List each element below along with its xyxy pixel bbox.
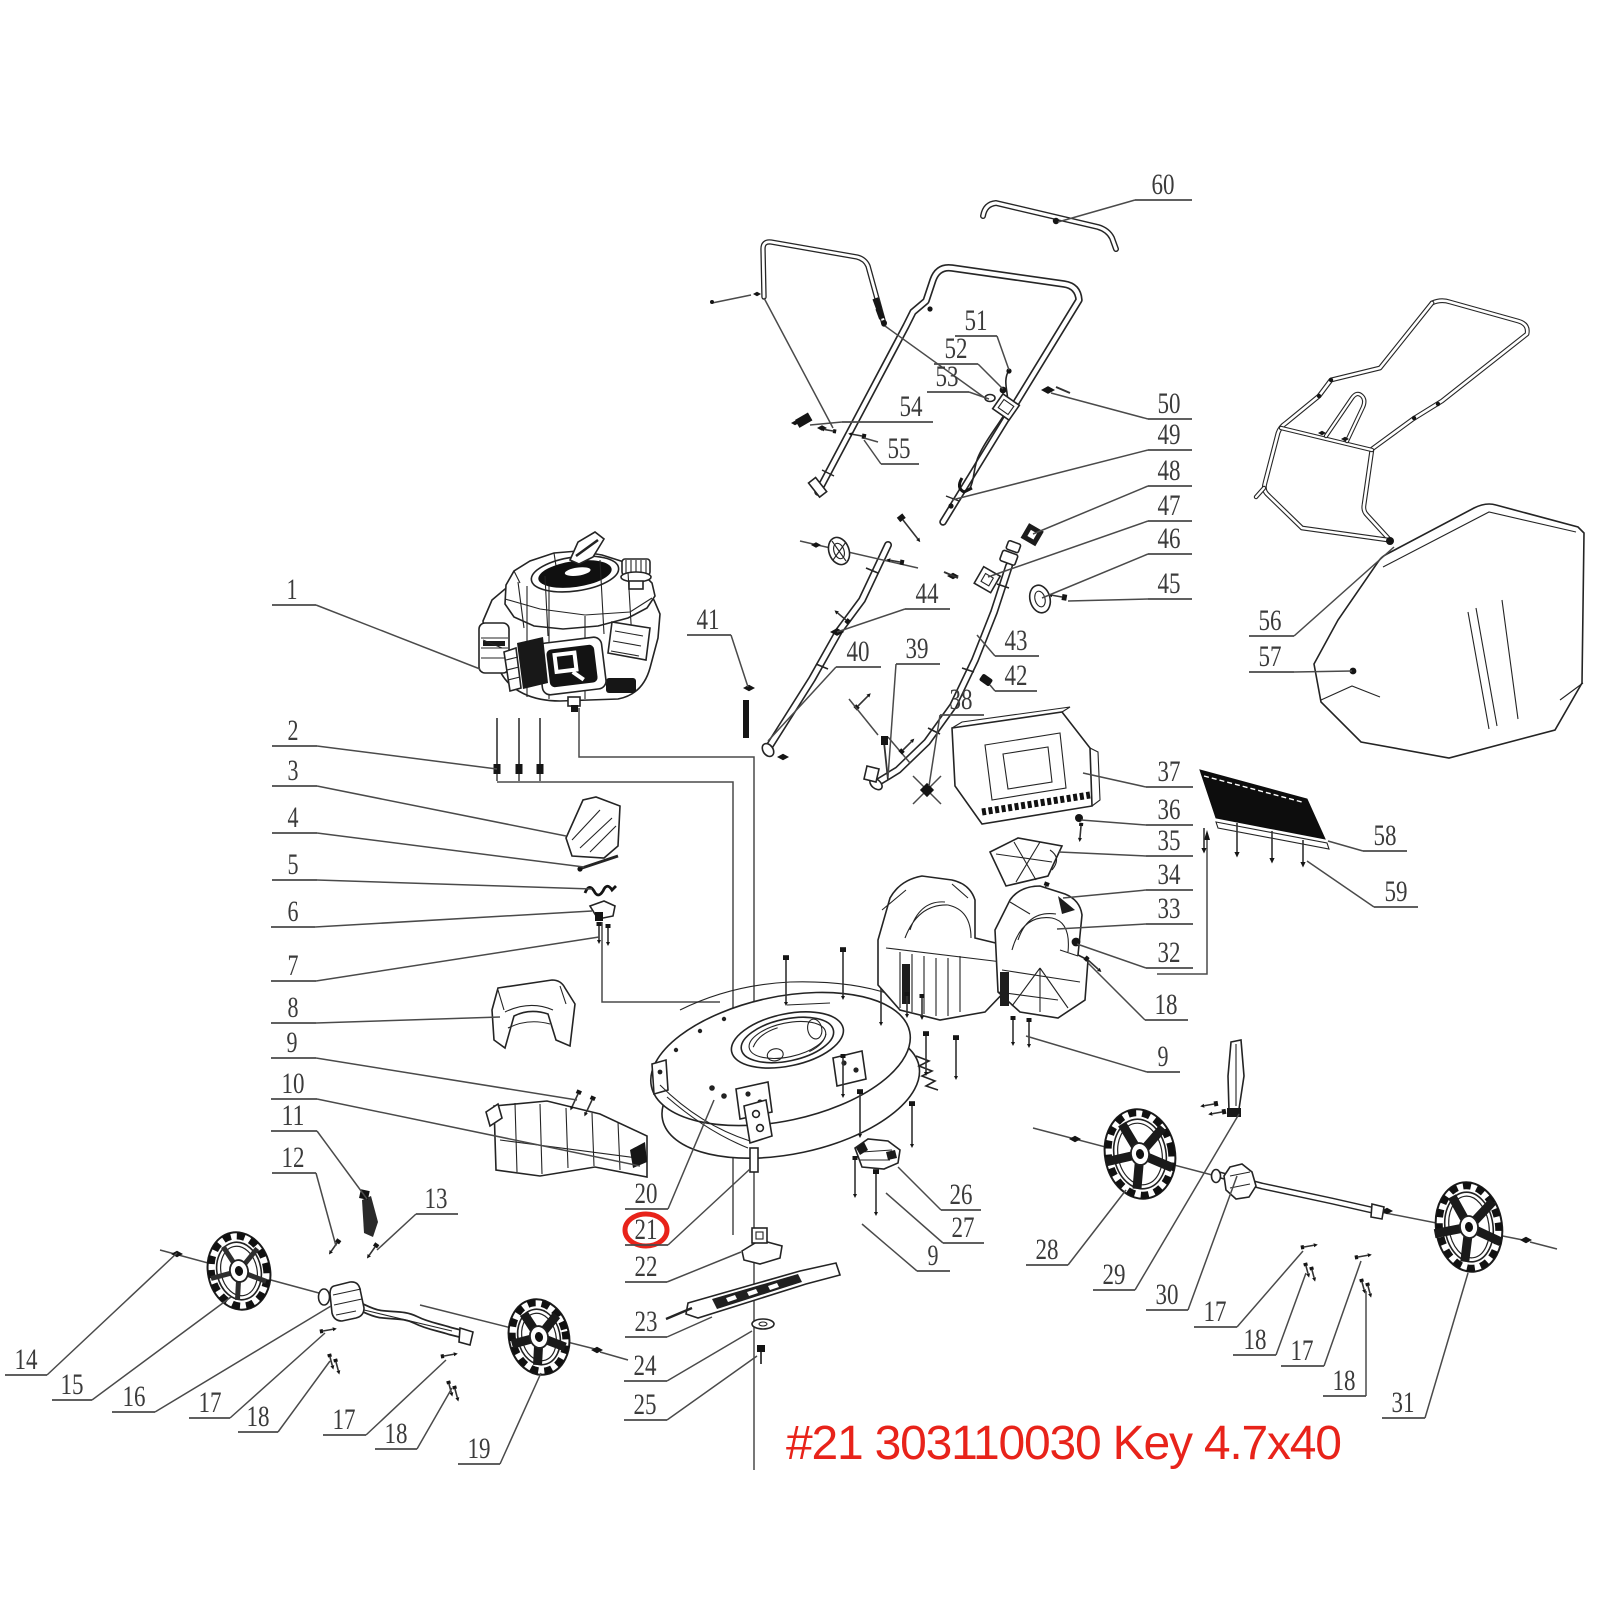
svg-text:39: 39 bbox=[906, 632, 929, 665]
svg-text:28: 28 bbox=[1036, 1233, 1059, 1266]
svg-text:16: 16 bbox=[123, 1380, 146, 1413]
svg-text:1: 1 bbox=[287, 573, 298, 606]
svg-text:18: 18 bbox=[1333, 1364, 1356, 1397]
svg-text:5: 5 bbox=[288, 848, 299, 881]
svg-text:51: 51 bbox=[965, 304, 988, 337]
svg-text:38: 38 bbox=[950, 683, 973, 716]
svg-text:20: 20 bbox=[635, 1177, 658, 1210]
svg-text:49: 49 bbox=[1158, 418, 1181, 451]
svg-text:26: 26 bbox=[950, 1178, 973, 1211]
svg-text:54: 54 bbox=[900, 390, 923, 423]
svg-text:44: 44 bbox=[916, 577, 939, 610]
svg-text:37: 37 bbox=[1158, 755, 1181, 788]
svg-text:50: 50 bbox=[1158, 387, 1181, 420]
svg-text:32: 32 bbox=[1158, 936, 1181, 969]
svg-text:6: 6 bbox=[288, 895, 299, 928]
svg-text:42: 42 bbox=[1005, 659, 1028, 692]
svg-text:24: 24 bbox=[634, 1349, 657, 1382]
svg-text:25: 25 bbox=[634, 1388, 657, 1421]
svg-text:8: 8 bbox=[288, 991, 299, 1024]
svg-text:53: 53 bbox=[936, 360, 959, 393]
svg-text:52: 52 bbox=[945, 332, 968, 365]
svg-text:48: 48 bbox=[1158, 454, 1181, 487]
svg-text:7: 7 bbox=[288, 949, 299, 982]
svg-text:45: 45 bbox=[1158, 567, 1181, 600]
svg-text:18: 18 bbox=[1244, 1323, 1267, 1356]
svg-text:36: 36 bbox=[1158, 793, 1181, 826]
svg-text:2: 2 bbox=[288, 714, 299, 747]
svg-text:17: 17 bbox=[1291, 1334, 1314, 1367]
svg-text:47: 47 bbox=[1158, 489, 1181, 522]
svg-text:4: 4 bbox=[288, 801, 299, 834]
svg-text:29: 29 bbox=[1103, 1258, 1126, 1291]
svg-text:33: 33 bbox=[1158, 892, 1181, 925]
svg-text:9: 9 bbox=[928, 1239, 939, 1272]
svg-text:40: 40 bbox=[847, 635, 870, 668]
svg-text:30: 30 bbox=[1156, 1278, 1179, 1311]
svg-text:55: 55 bbox=[888, 432, 911, 465]
svg-text:60: 60 bbox=[1152, 168, 1175, 201]
svg-text:10: 10 bbox=[282, 1067, 305, 1100]
svg-text:18: 18 bbox=[247, 1400, 270, 1433]
svg-text:17: 17 bbox=[199, 1386, 222, 1419]
svg-text:14: 14 bbox=[15, 1343, 38, 1376]
svg-text:19: 19 bbox=[468, 1432, 491, 1465]
svg-text:12: 12 bbox=[282, 1141, 305, 1174]
svg-text:35: 35 bbox=[1158, 824, 1181, 857]
svg-text:59: 59 bbox=[1385, 875, 1408, 908]
svg-text:17: 17 bbox=[333, 1403, 356, 1436]
svg-text:18: 18 bbox=[1155, 988, 1178, 1021]
svg-text:9: 9 bbox=[287, 1026, 298, 1059]
svg-text:22: 22 bbox=[635, 1250, 658, 1283]
svg-text:27: 27 bbox=[952, 1211, 975, 1244]
svg-text:18: 18 bbox=[385, 1417, 408, 1450]
svg-text:23: 23 bbox=[635, 1305, 658, 1338]
svg-text:58: 58 bbox=[1374, 819, 1397, 852]
svg-text:9: 9 bbox=[1158, 1040, 1169, 1073]
svg-text:41: 41 bbox=[697, 603, 720, 636]
svg-text:21: 21 bbox=[635, 1213, 658, 1246]
svg-text:31: 31 bbox=[1392, 1386, 1415, 1419]
svg-text:11: 11 bbox=[282, 1099, 305, 1132]
svg-text:17: 17 bbox=[1204, 1295, 1227, 1328]
svg-text:3: 3 bbox=[288, 754, 299, 787]
svg-text:34: 34 bbox=[1158, 858, 1181, 891]
svg-text:15: 15 bbox=[61, 1368, 84, 1401]
svg-text:46: 46 bbox=[1158, 522, 1181, 555]
svg-text:56: 56 bbox=[1259, 604, 1282, 637]
svg-text:#21 303110030 Key 4.7x40: #21 303110030 Key 4.7x40 bbox=[786, 1417, 1342, 1470]
svg-text:13: 13 bbox=[425, 1182, 448, 1215]
svg-text:43: 43 bbox=[1005, 624, 1028, 657]
svg-text:57: 57 bbox=[1259, 640, 1282, 673]
